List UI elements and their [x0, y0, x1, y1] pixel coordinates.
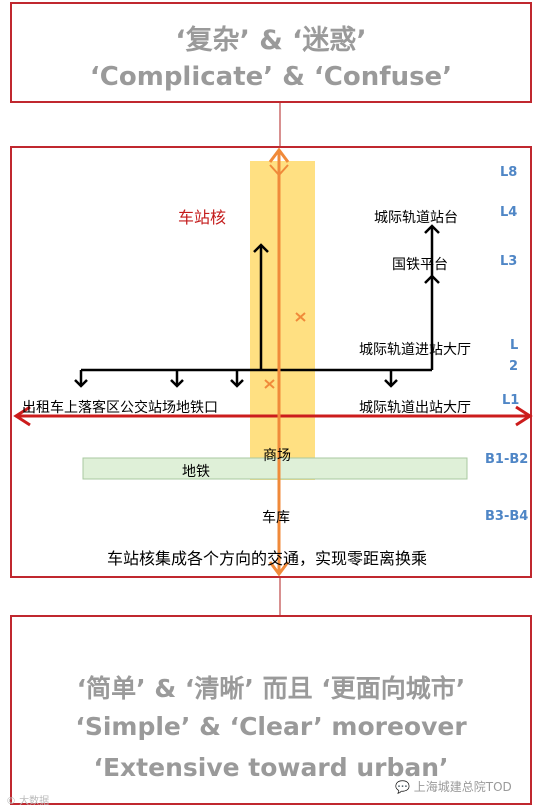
floor-l4: L4 — [500, 205, 518, 220]
floor-l2-b: 2 — [509, 359, 519, 374]
intercity-entry-label: 城际轨道进站大厅 — [359, 342, 471, 358]
watermark-right: 💬 上海城建总院TOD — [395, 780, 512, 794]
connector-bottom — [279, 578, 281, 615]
subway-label: 地铁 — [182, 464, 210, 480]
bottom-panel: ‘简单’ & ‘清晰’ 而且 ‘更面向城市’ ‘Simple’ & ‘Clear… — [10, 615, 532, 805]
garage-label: 车库 — [262, 510, 290, 526]
connector-top — [279, 103, 281, 146]
wechat-icon: 💬 — [395, 780, 410, 794]
top-title-cn: ‘复杂’ & ‘迷惑’ — [175, 25, 367, 56]
intercity-platform-label: 城际轨道站台 — [374, 210, 458, 226]
floor-l1: L1 — [502, 393, 520, 408]
national-rail-label: 国铁平台 — [392, 257, 448, 273]
bottom-title-cn: ‘简单’ & ‘清晰’ 而且 ‘更面向城市’ — [76, 674, 466, 703]
horizontal-arrow — [13, 405, 533, 427]
top-panel: ‘复杂’ & ‘迷惑’ ‘Complicate’ & ‘Confuse’ — [10, 2, 532, 103]
top-title-en: ‘Complicate’ & ‘Confuse’ — [89, 62, 453, 92]
bottom-title-en-2: ‘Extensive toward urban’ — [93, 753, 449, 782]
intercity-exit-label: 城际轨道出站大厅 — [359, 400, 471, 416]
floor-l2-a: L — [510, 338, 519, 353]
caption: 车站核集成各个方向的交通，实现零距离换乘 — [107, 549, 428, 568]
subway-band — [82, 457, 468, 480]
floor-b3b4: B3-B4 — [485, 509, 529, 524]
floor-l3: L3 — [500, 254, 518, 269]
station-core-label: 车站核 — [178, 208, 227, 227]
circulation-lines — [74, 224, 440, 388]
bottom-title-en-1: ‘Simple’ & ‘Clear’ moreover — [75, 712, 467, 741]
cross-marks — [264, 312, 306, 389]
floor-b1b2: B1-B2 — [485, 452, 529, 467]
vertical-arrow — [268, 147, 290, 577]
ground-left-label: 出租车上落客区公交站场地铁口 — [22, 400, 218, 416]
mall-label: 商场 — [263, 448, 291, 464]
floor-l8: L8 — [500, 165, 518, 180]
watermark-left: © 大数据 — [6, 796, 50, 807]
